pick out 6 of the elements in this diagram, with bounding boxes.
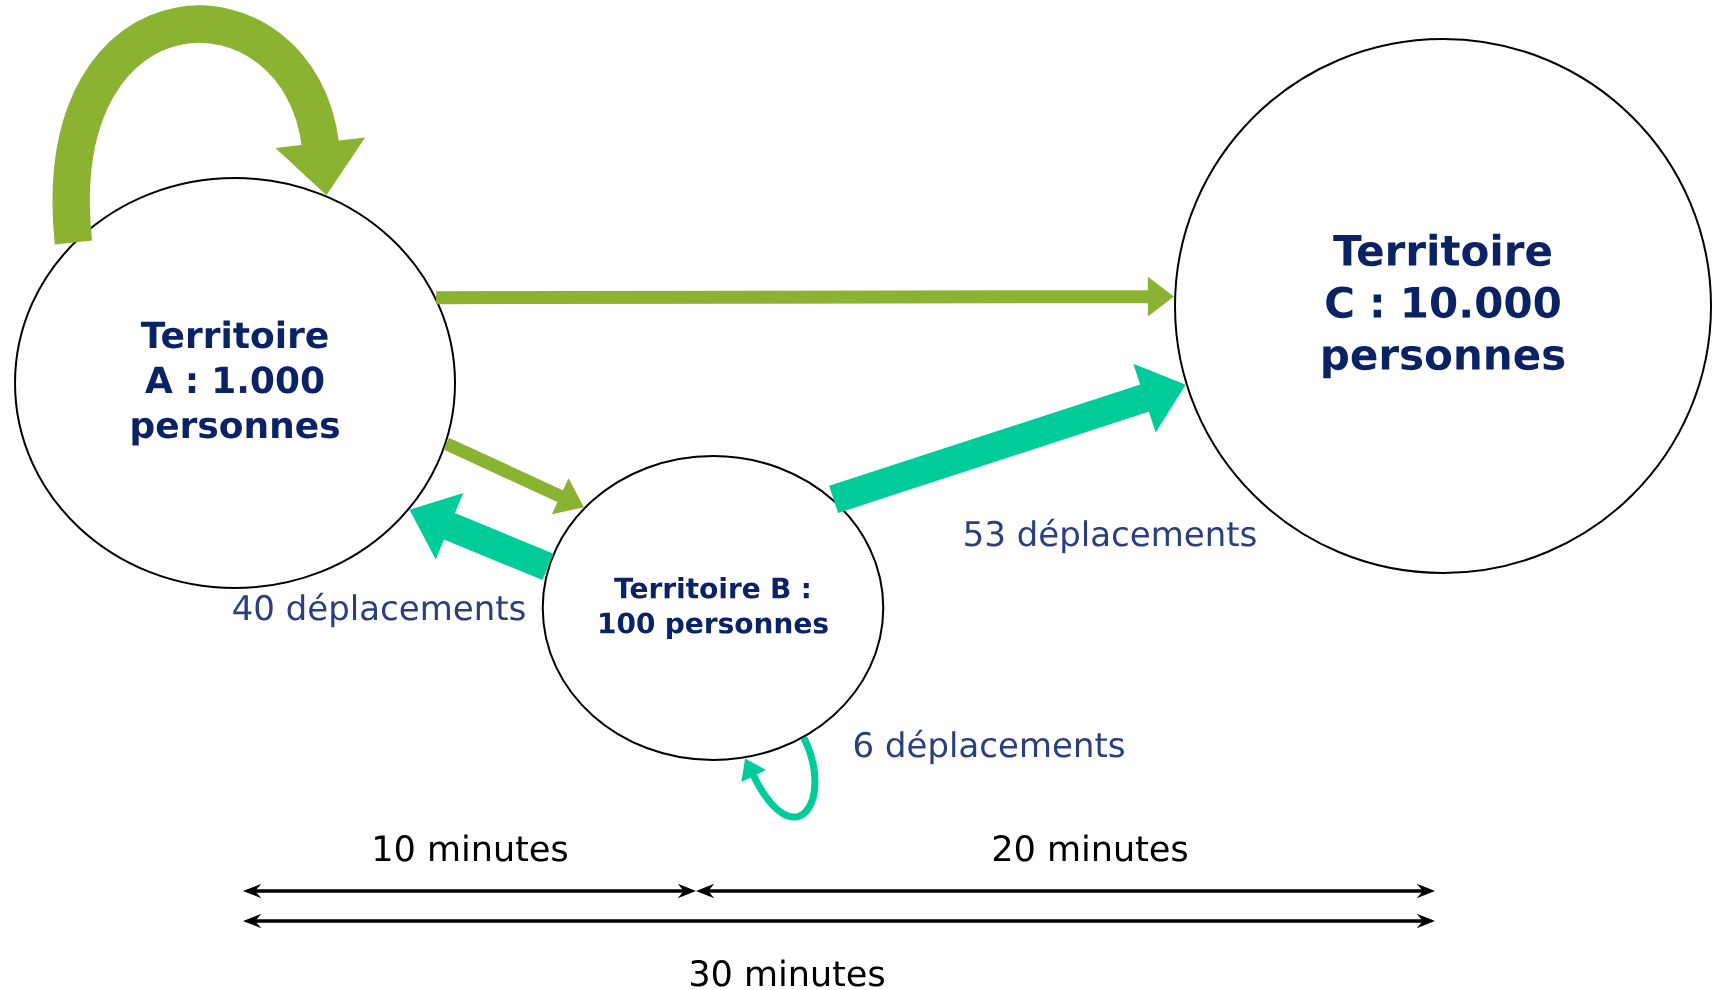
edge-label: 40 déplacements (229, 590, 529, 630)
self-loop-arrow (53, 6, 366, 243)
dimension-label: 10 minutes (375, 834, 567, 862)
dimension-label: 30 minutes (691, 959, 884, 987)
self-loop-arrow (741, 736, 819, 821)
dimension-label: 20 minutes (993, 834, 1187, 862)
